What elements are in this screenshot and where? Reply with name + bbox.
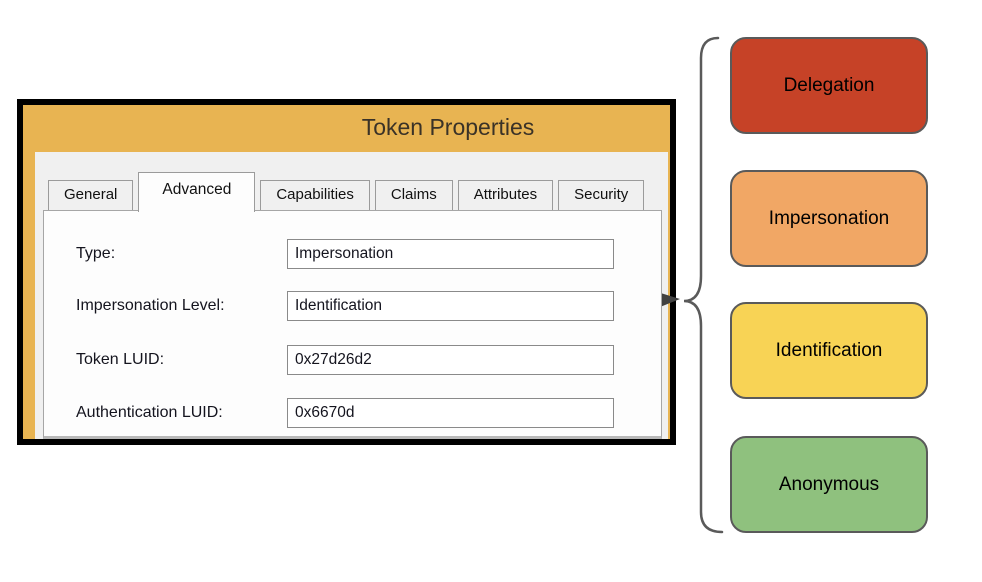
dialog-title: Token Properties	[361, 114, 535, 140]
tab-general[interactable]: General	[48, 180, 134, 210]
tab-advanced[interactable]: Advanced	[138, 172, 256, 212]
level-label-identification: Identification	[775, 339, 883, 361]
type-field[interactable]: Impersonation	[287, 239, 614, 269]
level-box-delegation: Delegation	[730, 37, 928, 134]
dialog-client-area: General Advanced Capabilities Claims Att…	[35, 152, 668, 439]
tab-claims[interactable]: Claims	[374, 180, 453, 210]
authentication-luid-field[interactable]: 0x6670d	[287, 398, 614, 428]
level-box-anonymous: Anonymous	[730, 436, 928, 533]
token-luid-label: Token LUID:	[76, 351, 165, 368]
level-label-impersonation: Impersonation	[768, 207, 890, 229]
level-box-identification: Identification	[730, 302, 928, 399]
impersonation-level-field[interactable]: Identification	[287, 291, 614, 321]
authentication-luid-label: Authentication LUID:	[76, 404, 223, 421]
dialog-titlebar: Token Properties	[23, 105, 670, 149]
tab-strip: General Advanced Capabilities Claims Att…	[48, 170, 664, 212]
token-luid-field[interactable]: 0x27d26d2	[287, 345, 614, 375]
advanced-tab-page: Type: Impersonation Impersonation Level:…	[43, 210, 662, 439]
impersonation-level-label: Impersonation Level:	[76, 297, 225, 314]
tab-attributes[interactable]: Attributes	[457, 180, 554, 210]
type-label: Type:	[76, 245, 116, 262]
tab-security[interactable]: Security	[558, 180, 645, 210]
token-properties-dialog: Token Properties General Advanced Capabi…	[17, 99, 676, 445]
curly-brace-icon	[683, 36, 724, 534]
level-box-impersonation: Impersonation	[730, 170, 928, 267]
tab-capabilities[interactable]: Capabilities	[260, 180, 370, 210]
level-label-delegation: Delegation	[783, 74, 875, 96]
level-label-anonymous: Anonymous	[778, 473, 880, 495]
